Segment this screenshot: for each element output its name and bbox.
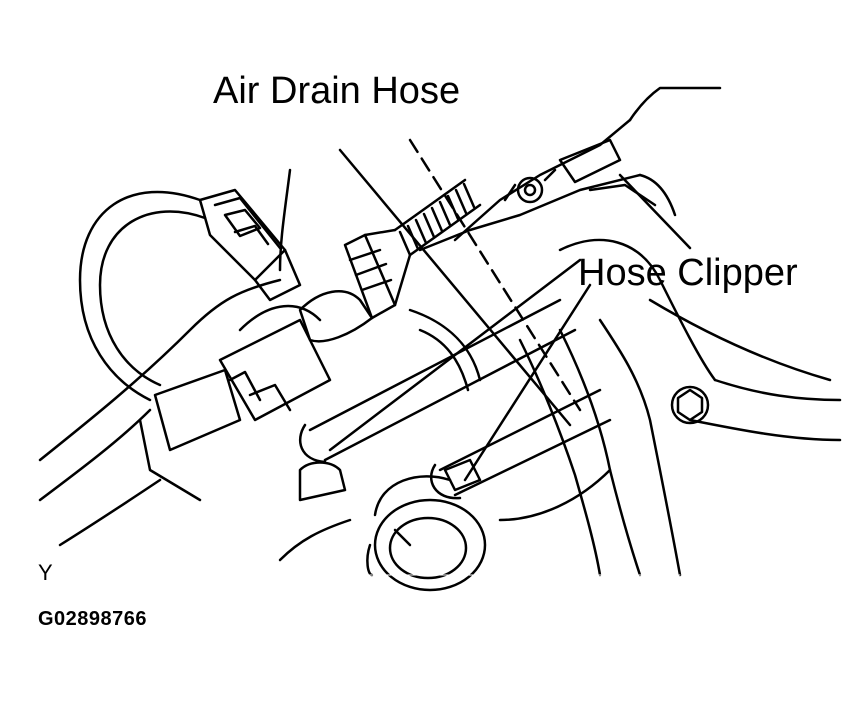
sensor-body [138,233,397,502]
bolt [670,385,710,425]
coolant-hoses [298,298,612,522]
engine-contours [38,238,842,577]
air-drain-hose-label: Air Drain Hose [213,70,461,112]
wire-harness [78,190,207,402]
hose-clipper-label: Hose Clipper [578,252,798,294]
port-boss [366,475,487,592]
leader-hose-clipper-3 [463,283,592,482]
view-marker-label: Y [38,560,53,585]
leader-hose-clipper-1 [618,173,692,250]
leader-air-drain-hose-1 [338,148,572,427]
leader-hose-clipper-2 [328,258,582,452]
hose-clipper-tool [418,86,722,252]
leader-lines [328,138,692,482]
connector [198,168,302,302]
figure-code-label: G02898766 [38,608,148,630]
leader-air-drain-hose-2 [408,138,582,412]
